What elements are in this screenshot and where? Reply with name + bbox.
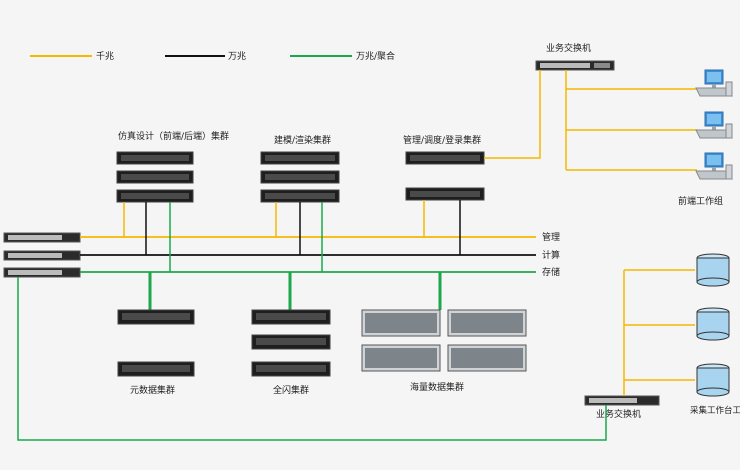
- compute-network-label: 计算: [542, 249, 560, 261]
- legend-gigabit-label: 千兆: [96, 51, 114, 62]
- desktop-computer-icon: [695, 69, 733, 97]
- management-cluster-label: 管理/调度/登录集群: [403, 134, 481, 146]
- rack-server-icon: [251, 309, 331, 377]
- frontend-group-label: 前端工作组: [678, 195, 723, 207]
- business-switch-top-label: 业务交换机: [546, 42, 591, 54]
- management-network-label: 管理: [542, 231, 560, 243]
- network-switch-icon: [535, 60, 615, 71]
- database-cylinder-icon: [696, 253, 730, 287]
- network-switch-icon: [584, 395, 660, 406]
- rack-server-icon: [116, 151, 194, 203]
- network-switch-icon: [3, 250, 81, 261]
- legend-storage-label: 万兆/聚合: [356, 50, 395, 62]
- desktop-computer-icon: [695, 152, 733, 180]
- network-switch-icon: [3, 232, 81, 243]
- storage-network-label: 存储: [542, 266, 560, 278]
- legend-tengig-label: 万兆: [228, 51, 246, 62]
- massive-cluster-label: 海量数据集群: [410, 381, 464, 393]
- rack-server-icon: [405, 151, 485, 201]
- modeling-cluster-label: 建模/渲染集群: [274, 134, 331, 146]
- legend: 千兆 万兆 万兆/聚合: [30, 50, 395, 62]
- database-cylinder-icon: [696, 363, 730, 397]
- flash-cluster-label: 全闪集群: [273, 384, 309, 396]
- database-cylinder-icon: [696, 307, 730, 341]
- rack-server-icon: [260, 151, 340, 203]
- metadata-cluster-label: 元数据集群: [130, 384, 175, 396]
- simulation-cluster-label: 仿真设计（前端/后端）集群: [118, 130, 229, 142]
- storage-array-icon: [361, 309, 527, 372]
- collection-group-label: 采集工作台工作群: [690, 405, 740, 416]
- rack-server-icon: [117, 309, 195, 377]
- business-switch-bottom-label: 业务交换机: [596, 408, 641, 420]
- desktop-computer-icon: [695, 111, 733, 139]
- network-switch-icon: [3, 267, 81, 278]
